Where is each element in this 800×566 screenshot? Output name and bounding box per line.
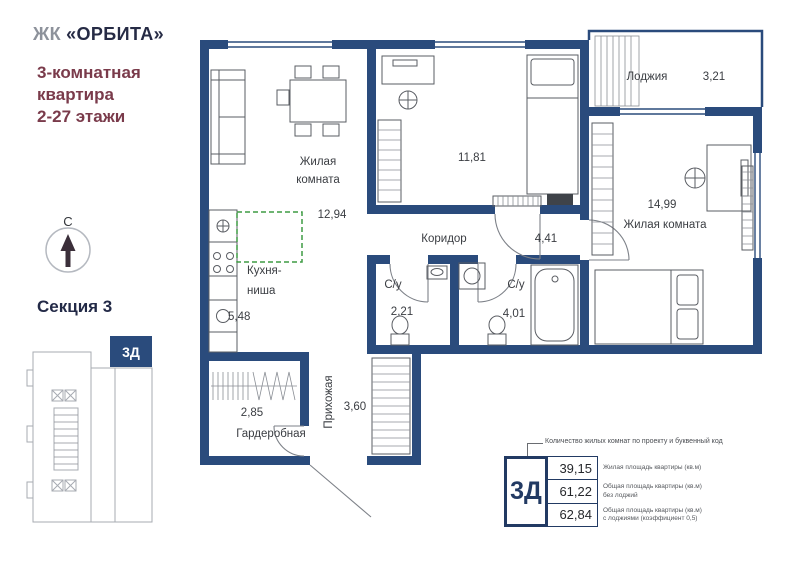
doors	[273, 213, 630, 518]
label-loggia-name: Лоджия	[627, 71, 668, 83]
kitchen-counter	[208, 209, 238, 353]
brand-name: «ОРБИТА»	[66, 24, 165, 44]
living-area-value: 39,15	[548, 457, 597, 481]
living-area-label: Жилая площадь квартиры (кв.м)	[603, 463, 702, 471]
closet-rail	[211, 371, 297, 401]
subtitle-line-3: 2-27 этажи	[37, 107, 126, 126]
walls	[200, 40, 762, 465]
compass-north-letter: С	[63, 214, 72, 229]
label-wardrobe-area: 2,85	[241, 407, 263, 419]
label-corridor-area: 4,41	[535, 233, 557, 245]
label-bath1-name: С/у	[384, 279, 402, 291]
brand-prefix: ЖК	[33, 24, 62, 44]
label-living1-name1: Жилая	[300, 156, 336, 168]
section-title: Секция 3	[37, 297, 113, 316]
label-loggia-area: 3,21	[703, 71, 725, 83]
summary-bracket-line	[527, 443, 543, 456]
label-living3-name: Жилая комната	[623, 219, 707, 231]
subtitle-line-1: 3-комнатная	[37, 63, 141, 82]
label-living1-area: 12,94	[318, 209, 347, 221]
bed-room2	[526, 54, 579, 205]
unit-code-box: 3Д	[504, 456, 548, 527]
section-map: 3Д	[25, 328, 175, 543]
loggia-rack	[594, 35, 640, 107]
compass: С	[35, 210, 101, 281]
total-area-label: Общая площадь квартиры (кв.м) без лоджий	[603, 483, 702, 499]
total-with-loggia-label: Общая площадь квартиры (кв.м) с лоджиями…	[603, 507, 702, 523]
unit-marker-code: 3Д	[122, 344, 140, 360]
north-arrow-icon	[60, 234, 76, 267]
label-living3-area: 14,99	[648, 199, 677, 211]
windows	[228, 29, 764, 258]
brand-title: ЖК«ОРБИТА»	[33, 24, 164, 45]
label-bath2-area: 4,01	[503, 308, 525, 320]
desk-room2	[381, 55, 435, 110]
label-corridor-name: Коридор	[421, 233, 466, 245]
label-kitchen-name2: ниша	[247, 285, 276, 297]
radiator-room3	[741, 165, 754, 251]
bath1-fixtures	[390, 265, 448, 346]
label-kitchen-name1: Кухня-	[247, 265, 282, 277]
wardrobe-room2	[377, 119, 402, 203]
kitchen-niche-zone	[236, 211, 303, 263]
building-outline	[26, 351, 153, 523]
area-values: 39,15 61,22 62,84	[548, 456, 598, 527]
loggia-parapet	[587, 29, 764, 107]
room-labels: Лоджия 3,21 Жилая комната 12,94 11,81 14…	[228, 71, 725, 440]
bath2-fixtures	[458, 262, 579, 346]
compass-circle	[45, 227, 91, 273]
desk-room3	[684, 144, 752, 212]
wardrobe-room3	[591, 122, 614, 256]
subtitle-line-2: квартира	[37, 85, 114, 104]
dining-table	[276, 65, 347, 137]
label-hall-name: Прихожая	[323, 375, 335, 428]
label-hall-area: 3,60	[344, 401, 366, 413]
stair-core-hatch	[53, 407, 79, 471]
shaft-icons	[51, 389, 77, 492]
sofa	[210, 69, 246, 165]
apartment-subtitle: 3-комнатная квартира 2-27 этажи	[37, 62, 141, 128]
label-bath2-name: С/у	[507, 279, 525, 291]
label-kitchen-area: 5,48	[228, 311, 250, 323]
unit-position-marker: 3Д	[110, 336, 152, 367]
summary-note: Количество жилых комнат по проекту и бук…	[545, 438, 723, 445]
floor-plan: Лоджия 3,21 Жилая комната 12,94 11,81 14…	[195, 28, 770, 538]
total-area-value: 61,22	[548, 480, 597, 504]
label-bath1-area: 2,21	[391, 306, 413, 318]
label-wardrobe-name: Гардеробная	[236, 428, 306, 440]
hall-wardrobe	[371, 357, 411, 455]
entrance-door-swing	[309, 464, 372, 518]
label-living1-name2: комната	[296, 174, 340, 186]
radiator-room2	[492, 195, 542, 207]
total-with-loggia-value: 62,84	[559, 507, 592, 523]
area-labels: Жилая площадь квартиры (кв.м) Общая площ…	[603, 456, 778, 527]
bed-room3	[594, 269, 704, 345]
label-room2-area: 11,81	[458, 152, 486, 164]
